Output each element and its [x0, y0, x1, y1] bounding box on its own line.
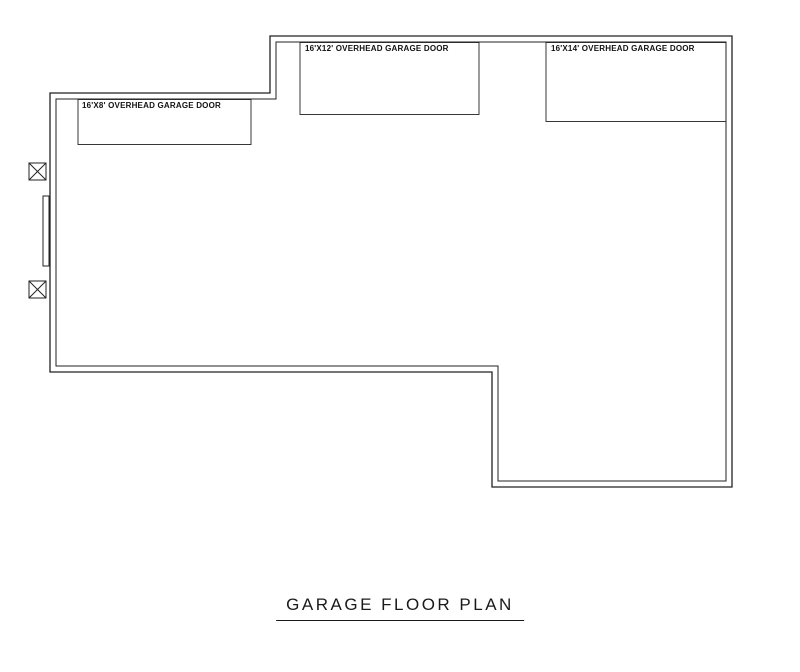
post-symbol-bottom [28, 280, 47, 299]
side-door-leaf [42, 195, 50, 267]
overhead-door-right-outline [545, 42, 727, 122]
wall-inner-line [55, 41, 727, 482]
post-symbol-top-x-diagonal-2 [28, 162, 47, 181]
overhead-door-left-label: 16'X8' OVERHEAD GARAGE DOOR [82, 101, 221, 110]
overhead-door-middle-label: 16'X12' OVERHEAD GARAGE DOOR [305, 44, 449, 53]
side-door-leaf-outline [42, 195, 50, 267]
post-symbol-top [28, 162, 47, 181]
wall-outer-line [49, 35, 733, 488]
post-symbol-bottom-x-diagonal-2 [28, 280, 47, 299]
overhead-door-left: 16'X8' OVERHEAD GARAGE DOOR [77, 99, 252, 145]
overhead-door-middle: 16'X12' OVERHEAD GARAGE DOOR [299, 42, 480, 115]
plan-title: GARAGE FLOOR PLAN [276, 595, 524, 621]
exterior-walls [49, 35, 733, 488]
overhead-door-right: 16'X14' OVERHEAD GARAGE DOOR [545, 42, 727, 122]
overhead-door-left-outline [77, 99, 252, 145]
overhead-door-middle-outline [299, 42, 480, 115]
overhead-door-right-label: 16'X14' OVERHEAD GARAGE DOOR [551, 44, 695, 53]
